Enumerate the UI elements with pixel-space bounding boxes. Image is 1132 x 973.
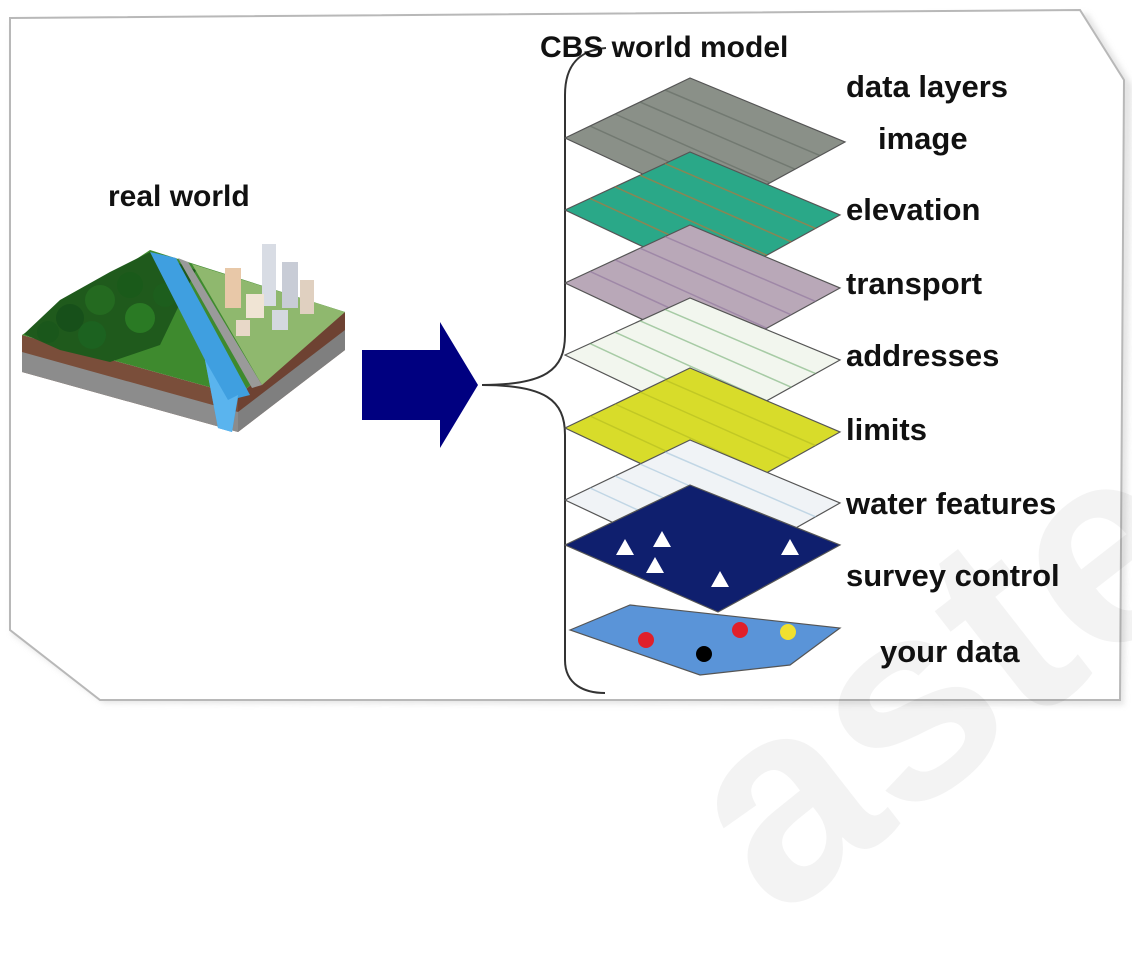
data-layers-header: data layers [846, 69, 1008, 104]
data-point-icon [780, 624, 796, 640]
layer-label-survey-control: survey control [846, 558, 1060, 593]
layer-label-your-data: your data [880, 634, 1020, 669]
triangle-marker-icon [711, 571, 729, 587]
data-point-icon [732, 622, 748, 638]
data-point-icon [638, 632, 654, 648]
real-world-label: real world [108, 180, 250, 213]
map-layer-transport [563, 224, 842, 356]
triangle-marker-icon [616, 539, 634, 555]
map-layer-survey-control [563, 484, 842, 613]
curly-brace [481, 47, 607, 694]
diagram-artwork [9, 8, 1132, 705]
real-world-terrain-image [22, 244, 345, 432]
layer-label-elevation: elevation [846, 192, 981, 227]
triangle-marker-icon [653, 531, 671, 547]
model-label: CBS world model [540, 31, 789, 64]
triangle-marker-icon [781, 539, 799, 555]
layer-label-limits: limits [846, 412, 927, 447]
layer-label-water-features: water features [846, 486, 1057, 521]
layer-label-image: image [878, 121, 968, 156]
right-arrow-icon [362, 322, 478, 448]
diagram-canvas: real world CBS world model data layers i… [9, 8, 1132, 969]
map-layer-your-data [568, 604, 842, 676]
triangle-marker-icon [646, 557, 664, 573]
layer-label-transport: transport [846, 266, 983, 301]
layer-stack [563, 77, 847, 676]
layer-label-addresses: addresses [846, 338, 1000, 373]
data-point-icon [696, 646, 712, 662]
